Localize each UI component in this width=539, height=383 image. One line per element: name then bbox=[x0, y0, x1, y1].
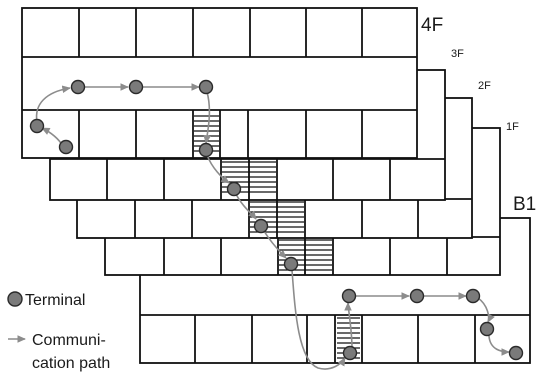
legend-terminal-label: Terminal bbox=[25, 292, 85, 309]
terminal-dot-icon bbox=[409, 288, 425, 304]
floor-4f bbox=[21, 7, 418, 159]
terminals bbox=[29, 79, 524, 361]
stairs-1f bbox=[279, 237, 332, 275]
terminal-dot-icon bbox=[58, 139, 74, 155]
terminal-dot-icon bbox=[70, 79, 86, 95]
terminal-dot-icon bbox=[253, 218, 269, 234]
floor-label-2f: 2F bbox=[478, 80, 491, 92]
communication-paths bbox=[35, 83, 510, 370]
legend-path-label-line1: Communi- bbox=[32, 332, 106, 349]
floor-label-1f: 1F bbox=[506, 121, 519, 133]
terminal-dot-icon bbox=[198, 142, 214, 158]
terminal-dot-icon bbox=[283, 256, 299, 272]
terminal-dot-icon bbox=[128, 79, 144, 95]
terminal-dot-icon bbox=[226, 181, 242, 197]
terminal-dot-icon bbox=[29, 118, 45, 134]
terminal-dot-icon bbox=[342, 345, 358, 361]
terminal-dot-icon bbox=[465, 288, 481, 304]
terminal-dot-icon bbox=[479, 321, 495, 337]
floor-label-b1: B1 bbox=[513, 194, 536, 215]
legend: Terminal Communi- cation path bbox=[7, 291, 110, 372]
terminal-dot-icon bbox=[508, 345, 524, 361]
floor-label-3f: 3F bbox=[451, 48, 464, 60]
floor-label-4f: 4F bbox=[421, 15, 443, 36]
legend-path-label-line2: cation path bbox=[32, 355, 110, 372]
terminal-dot-icon bbox=[198, 79, 214, 95]
terminal-dot-icon bbox=[7, 291, 23, 307]
terminal-dot-icon bbox=[341, 288, 357, 304]
